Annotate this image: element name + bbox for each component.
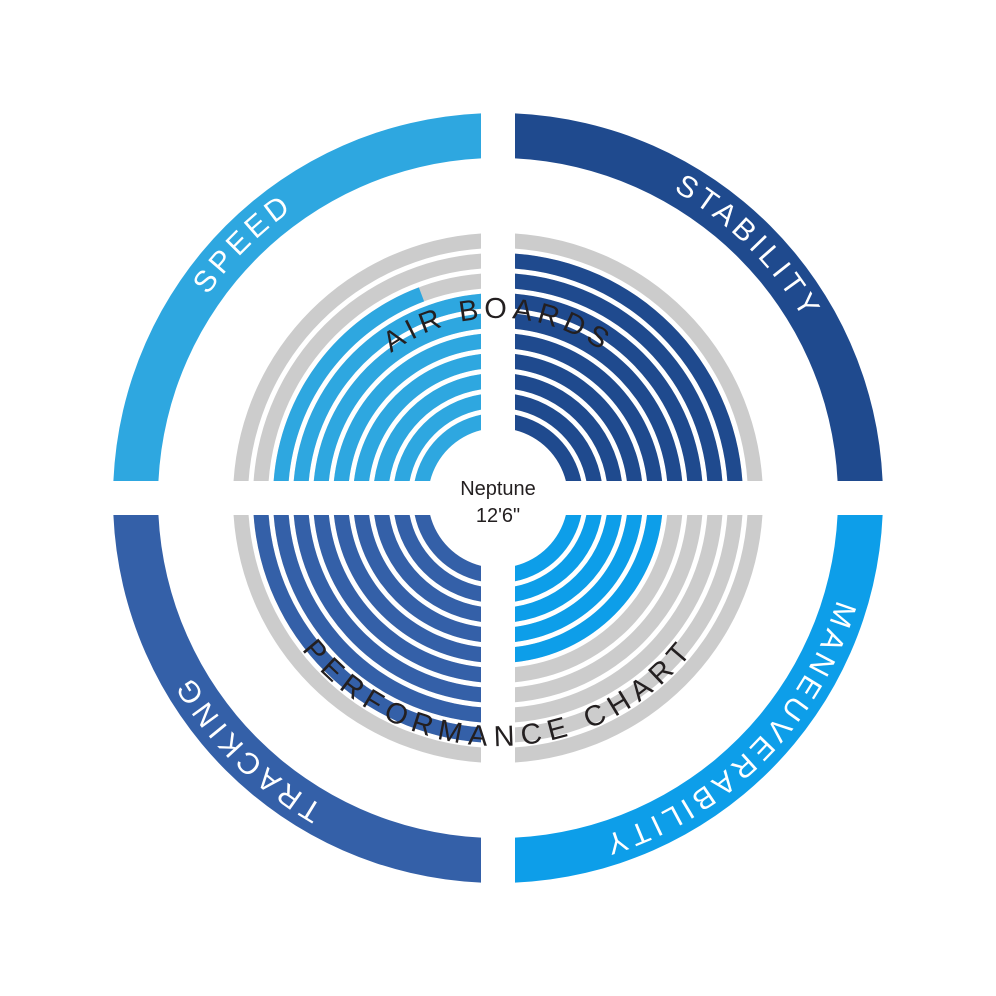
center-board-size: 12'6" <box>476 505 520 527</box>
bar-tracking-5 <box>333 515 481 663</box>
outer-ring-segment-speed <box>113 113 481 481</box>
bar-maneuverability-1 <box>515 515 582 582</box>
center-board-name: Neptune <box>460 478 536 500</box>
bar-tracking-9 <box>253 515 481 743</box>
bar-speed-7 <box>293 293 481 481</box>
track-tracking-10 <box>233 515 481 763</box>
bar-speed-4 <box>354 354 481 481</box>
track-maneuverability-8 <box>515 515 723 723</box>
bar-stability-5 <box>515 333 663 481</box>
outer-ring-segment-stability <box>515 113 883 481</box>
bar-stability-9 <box>515 253 743 481</box>
bar-stability-7 <box>515 293 703 481</box>
series-label-speed: SPEED <box>187 187 300 300</box>
bar-tracking-1 <box>414 515 481 582</box>
bar-tracking-8 <box>273 515 481 723</box>
outer-ring-segment-maneuverability <box>515 515 883 883</box>
bar-speed-3 <box>374 374 481 481</box>
track-stability-10 <box>515 233 763 481</box>
chart-subtitle: PERFORMANCE CHART <box>296 634 700 754</box>
bar-stability-6 <box>515 313 683 481</box>
track-speed-9 <box>253 253 481 481</box>
bar-maneuverability-3 <box>515 515 622 622</box>
bar-tracking-7 <box>293 515 481 703</box>
bar-segments <box>233 233 763 763</box>
bar-maneuverability-5 <box>515 515 663 663</box>
bar-maneuverability-2 <box>515 515 602 602</box>
track-maneuverability-10 <box>515 515 763 763</box>
bar-stability-3 <box>515 374 622 481</box>
bar-speed-6 <box>313 313 481 481</box>
track-maneuverability-6 <box>515 515 683 683</box>
bar-stability-8 <box>515 273 723 481</box>
bar-stability-1 <box>515 414 582 481</box>
series-label-stability: STABILITY <box>670 168 828 326</box>
series-label-tracking: TRACKING <box>167 669 327 829</box>
bar-tracking-2 <box>394 515 481 602</box>
bar-stability-2 <box>515 394 602 481</box>
outer-ring-segment-tracking <box>113 515 481 883</box>
bar-tracking-6 <box>313 515 481 683</box>
track-speed-10 <box>233 233 481 481</box>
bar-speed-5 <box>333 333 481 481</box>
bar-stability-4 <box>515 354 642 481</box>
bar-speed-1 <box>414 414 481 481</box>
track-maneuverability-9 <box>515 515 743 743</box>
bar-tracking-4 <box>354 515 481 642</box>
bar-speed-2 <box>394 394 481 481</box>
bar-maneuverability-4 <box>515 515 642 642</box>
bar-speed-8 <box>273 287 425 481</box>
outer-ring <box>113 113 883 883</box>
track-maneuverability-7 <box>515 515 703 703</box>
bar-tracking-3 <box>374 515 481 622</box>
